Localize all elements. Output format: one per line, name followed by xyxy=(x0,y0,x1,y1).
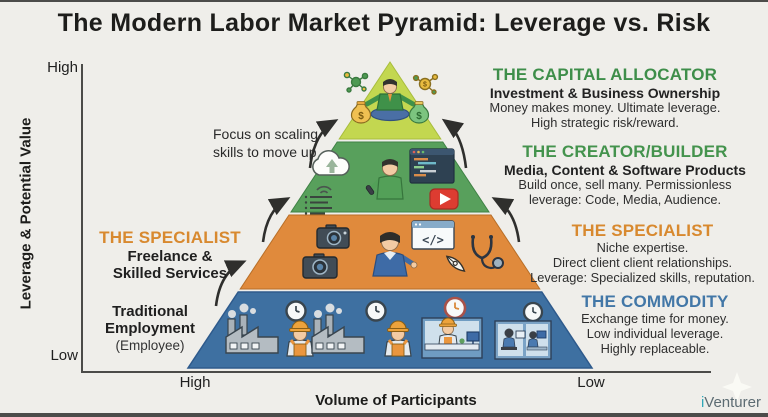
clock-icon xyxy=(522,301,544,323)
up-arrow xyxy=(441,118,468,169)
svg-text:$: $ xyxy=(358,111,364,122)
y-axis-low-label: Low xyxy=(50,347,78,364)
callout-specialist: THE SPECIALIST Niche expertise. Direct c… xyxy=(500,221,768,286)
employment-line: Employment xyxy=(104,320,195,338)
callout-line: Direct client client relationships. xyxy=(552,254,733,270)
callout-subtitle: Media, Content & Software Products xyxy=(504,161,746,178)
focus-annotation-line: skills to move up xyxy=(213,143,317,160)
svg-text:</>: </> xyxy=(422,233,444,247)
money-bag-icon: $ xyxy=(350,101,372,124)
x-axis-high-label: High xyxy=(179,374,211,391)
callout-title: THE COMMODITY xyxy=(581,292,729,311)
pen-nib-icon xyxy=(445,255,466,272)
brand-logo-name: Venturer xyxy=(704,394,761,411)
callout-title: THE CREATOR/BUILDER xyxy=(522,142,728,161)
factory-icon xyxy=(225,303,279,354)
signal-waves-icon xyxy=(316,185,332,194)
callout-line: leverage: Code, Media, Audience. xyxy=(528,192,722,208)
up-arrow xyxy=(491,197,521,243)
up-arrow xyxy=(214,260,247,307)
x-axis-title: Volume of Participants xyxy=(315,392,477,409)
callout-creator-builder: THE CREATOR/BUILDER Media, Content & Sof… xyxy=(480,142,768,208)
page-title: The Modern Labor Market Pyramid: Leverag… xyxy=(57,9,711,37)
coin-network-icon: $ xyxy=(412,73,439,95)
text-lines-icon xyxy=(304,195,332,215)
callout-line: Low individual leverage. xyxy=(586,325,724,341)
callout-line: Money makes money. Ultimate leverage. xyxy=(489,100,721,116)
x-axis-line xyxy=(81,371,711,373)
callout-title: THE SPECIALIST xyxy=(571,221,714,240)
callout-subtitle: Investment & Business Ownership xyxy=(489,84,721,101)
camera-icon xyxy=(302,253,338,279)
cloud-upload-icon xyxy=(312,150,350,176)
employment-line: Traditional xyxy=(112,303,188,320)
employment-line: (Employee) xyxy=(115,337,185,353)
specialist-person-icon xyxy=(372,232,418,277)
sparkle-logo-icon xyxy=(722,372,752,402)
callout-line: Leverage: Specialized skills, reputation… xyxy=(530,269,755,285)
callout-commodity: THE COMMODITY Exchange time for money. L… xyxy=(525,292,768,357)
brand-logo-prefix: i xyxy=(700,394,705,411)
callout-line: Exchange time for money. xyxy=(581,310,729,326)
up-arrow xyxy=(261,197,291,243)
callout-line: Niche expertise. xyxy=(596,239,689,255)
factory-icon xyxy=(311,303,365,354)
code-editor-icon xyxy=(409,148,455,184)
meditating-person-icon xyxy=(364,79,416,122)
up-arrow xyxy=(308,119,339,169)
left-specialist-line: Skilled Services xyxy=(112,265,228,283)
left-specialist-title: THE SPECIALIST xyxy=(99,228,241,247)
left-label-specialist: THE SPECIALIST Freelance & Skilled Servi… xyxy=(90,228,250,283)
worker-icon xyxy=(286,320,314,357)
callout-title: THE CAPITAL ALLOCATOR xyxy=(492,65,718,84)
brand-logo: iVenturer xyxy=(701,394,761,411)
cubicle-icon xyxy=(421,317,483,359)
bottom-edge-bar xyxy=(0,413,768,417)
x-axis-low-label: Low xyxy=(577,374,605,391)
camera-icon xyxy=(316,224,350,249)
play-button-icon xyxy=(429,188,459,210)
network-icon xyxy=(343,71,369,93)
code-window-icon: </> xyxy=(411,220,455,250)
cubicle-icon xyxy=(494,320,552,360)
clock-icon xyxy=(365,300,387,322)
callout-line: High strategic risk/reward. xyxy=(531,115,679,131)
top-edge-bar xyxy=(0,0,768,2)
svg-text:$: $ xyxy=(416,111,422,122)
callout-capital-allocator: THE CAPITAL ALLOCATOR Investment & Busin… xyxy=(455,65,755,131)
left-label-employment: Traditional Employment (Employee) xyxy=(78,303,222,353)
callout-line: Build once, sell many. Permissionless xyxy=(518,177,732,193)
left-specialist-line: Freelance & xyxy=(127,247,213,265)
y-axis-high-label: High xyxy=(47,59,78,76)
focus-annotation-line: Focus on scaling xyxy=(213,126,319,142)
money-bag-icon: $ xyxy=(408,101,430,124)
focus-annotation: Focus on scaling skills to move up xyxy=(213,126,383,161)
speaker-person-icon xyxy=(365,159,404,200)
y-axis-line xyxy=(81,64,83,372)
y-axis-title: Leverage & Potential Value xyxy=(17,117,35,310)
office-worker-icon xyxy=(501,328,526,350)
office-worker-icon xyxy=(526,330,548,351)
callout-line: Highly replaceable. xyxy=(600,340,710,356)
stethoscope-icon xyxy=(471,235,504,270)
clock-icon xyxy=(285,300,307,322)
svg-text:$: $ xyxy=(423,82,427,89)
clock-icon xyxy=(443,296,467,320)
worker-icon xyxy=(384,320,412,357)
